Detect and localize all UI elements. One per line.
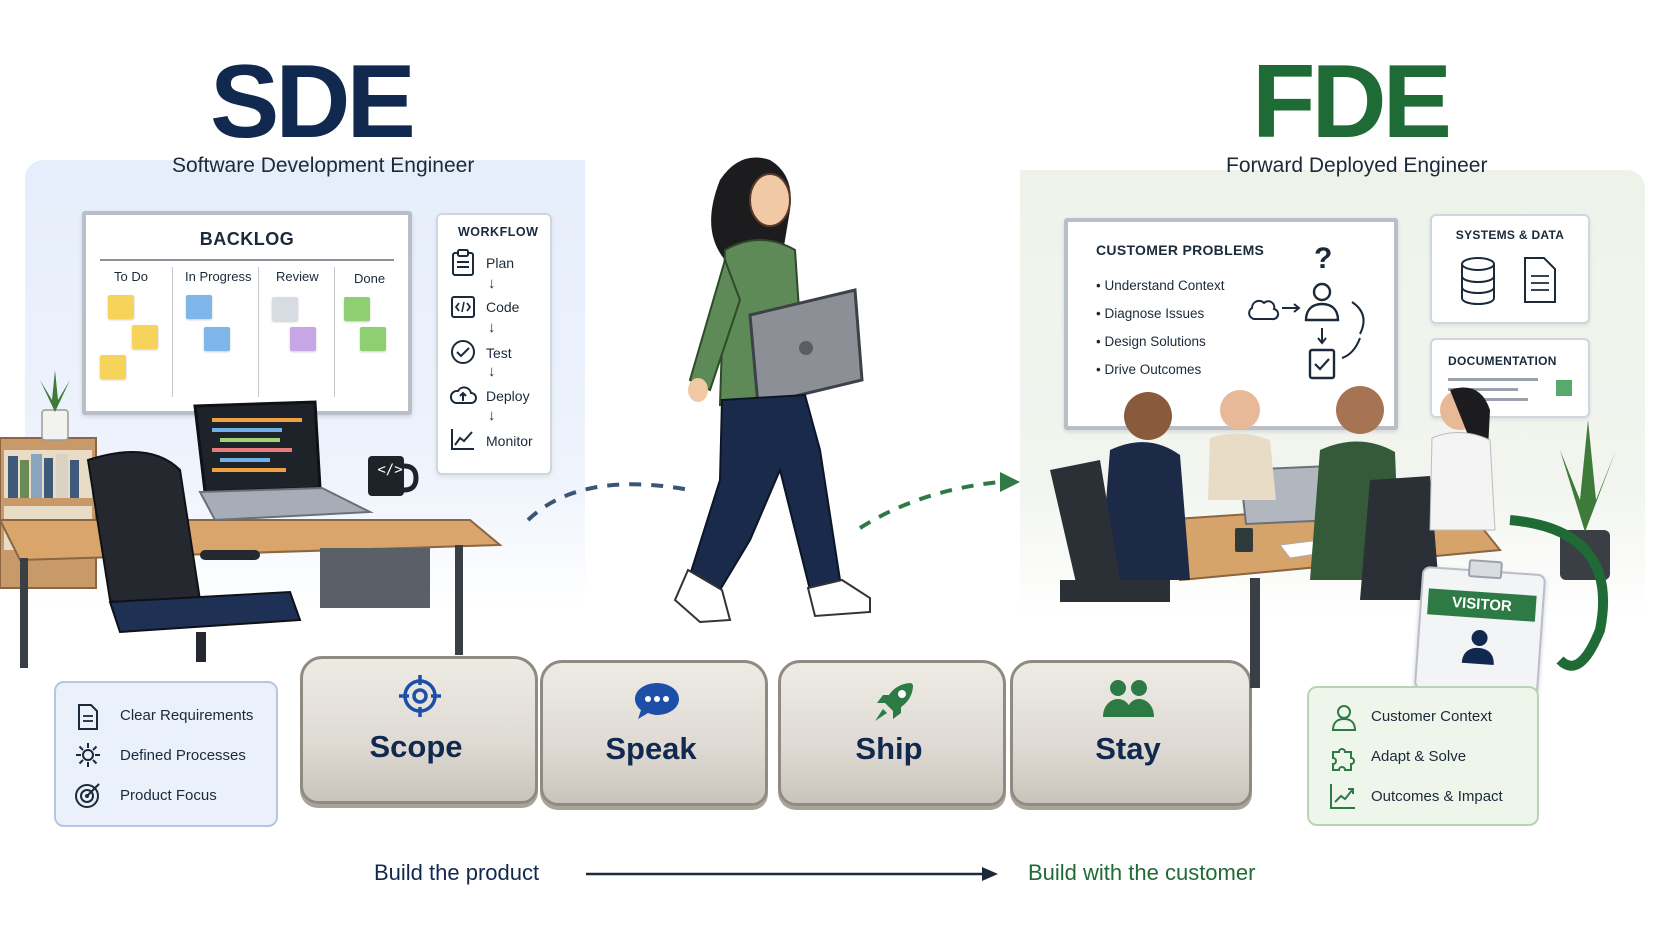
problem-item: • Design Solutions xyxy=(1096,334,1206,349)
col-separator xyxy=(172,267,173,397)
backlog-board: BACKLOG To Do In Progress Review Done xyxy=(82,211,412,415)
sde-feature-clear-requirements: Clear Requirements xyxy=(120,707,254,724)
sticky-note xyxy=(360,327,386,351)
doc-line xyxy=(1448,398,1528,401)
user-icon xyxy=(1331,705,1357,731)
stone-speak: Speak xyxy=(540,660,768,806)
transition-dashed-arrows xyxy=(526,472,1020,530)
col-separator xyxy=(334,267,335,397)
sticky-note xyxy=(186,295,212,319)
fde-features-box: Customer Context Adapt & Solve Outcomes … xyxy=(1307,686,1539,826)
workflow-step-plan: Plan xyxy=(486,255,515,271)
stone-stay: Stay xyxy=(1010,660,1252,806)
doc-line xyxy=(1448,378,1538,381)
down-arrow-icon: ↓ xyxy=(488,407,496,424)
backlog-col-in-progress: In Progress xyxy=(185,269,252,284)
visitor-badge: VISITOR xyxy=(1413,559,1547,699)
systems-data-title: SYSTEMS & DATA xyxy=(1455,228,1565,242)
backlog-col-review: Review xyxy=(276,269,319,284)
problem-item: • Understand Context xyxy=(1096,278,1225,293)
sticky-note xyxy=(100,355,126,379)
sde-desk-scene xyxy=(0,370,503,668)
document-icon xyxy=(78,704,98,730)
workflow-step-test: Test xyxy=(486,345,512,361)
person-icon xyxy=(1461,629,1494,666)
backlog-title: BACKLOG xyxy=(199,229,295,249)
down-arrow-icon: ↓ xyxy=(488,319,496,336)
col-separator xyxy=(258,267,259,397)
sticky-note xyxy=(290,327,316,351)
puzzle-icon xyxy=(1332,748,1355,771)
sticky-note xyxy=(272,297,298,321)
customer-problems-board: CUSTOMER PROBLEMS • Understand Context •… xyxy=(1064,218,1398,430)
problem-solving-diagram xyxy=(1248,282,1365,380)
database-icon xyxy=(1461,257,1495,306)
target-icon xyxy=(75,783,100,808)
documentation-card: DOCUMENTATION xyxy=(1430,338,1590,418)
mug-label: </> xyxy=(377,462,403,478)
backlog-col-done: Done xyxy=(354,271,386,286)
walking-engineer xyxy=(673,157,871,624)
backlog-divider xyxy=(100,259,394,261)
doc-check-icon xyxy=(1556,380,1572,396)
clipboard-icon xyxy=(452,249,474,276)
workflow-title: WORKFLOW xyxy=(458,225,539,239)
systems-data-card: SYSTEMS & DATA xyxy=(1430,214,1590,324)
problem-understand-context: Understand Context xyxy=(1104,278,1225,293)
stone-ship-label: Ship xyxy=(855,731,923,766)
sticky-note xyxy=(132,325,158,349)
problem-diagnose-issues: Diagnose Issues xyxy=(1104,306,1205,321)
line-chart-icon xyxy=(451,429,474,450)
sde-subtitle: Software Development Engineer xyxy=(172,154,475,177)
chat-bubble-icon xyxy=(635,683,679,719)
sticky-note xyxy=(108,295,134,319)
cloud-upload-icon xyxy=(449,386,477,404)
stone-scope: Scope xyxy=(300,656,538,804)
problem-item: • Drive Outcomes xyxy=(1096,362,1202,377)
stone-stay-label: Stay xyxy=(1095,731,1161,766)
fde-feature-customer-context: Customer Context xyxy=(1371,708,1492,725)
problem-item: • Diagnose Issues xyxy=(1096,306,1205,321)
crosshair-icon xyxy=(399,675,441,717)
documentation-title: DOCUMENTATION xyxy=(1448,354,1557,368)
visitor-badge-label: VISITOR xyxy=(1427,588,1537,622)
code-icon xyxy=(451,296,475,318)
sticky-note xyxy=(204,327,230,351)
bottom-left-caption: Build the product xyxy=(374,860,540,885)
gear-icon xyxy=(76,743,100,767)
customer-problems-title: CUSTOMER PROBLEMS xyxy=(1096,242,1265,258)
workflow-step-monitor: Monitor xyxy=(486,433,533,449)
sde-title: SDE xyxy=(210,44,416,160)
sticky-note xyxy=(344,297,370,321)
problem-drive-outcomes: Drive Outcomes xyxy=(1104,362,1202,377)
sde-features-box: Clear Requirements Defined Processes Pro… xyxy=(54,681,278,827)
workflow-step-deploy: Deploy xyxy=(486,388,530,404)
growth-chart-icon xyxy=(1330,784,1355,809)
down-arrow-icon: ↓ xyxy=(488,363,496,380)
doc-line xyxy=(1448,388,1518,391)
workflow-card: WORKFLOW Plan ↓ Code ↓ Test ↓ Deploy ↓ M… xyxy=(436,213,552,475)
workflow-step-code: Code xyxy=(486,299,520,315)
stone-scope-label: Scope xyxy=(369,729,463,764)
fde-feature-adapt-solve: Adapt & Solve xyxy=(1371,748,1467,765)
problem-design-solutions: Design Solutions xyxy=(1104,334,1206,349)
fde-feature-outcomes-impact: Outcomes & Impact xyxy=(1371,788,1503,805)
badge-clip xyxy=(1467,559,1503,580)
file-icon xyxy=(1524,257,1556,303)
progress-arrow xyxy=(586,867,998,881)
bottom-right-caption: Build with the customer xyxy=(1028,860,1256,885)
sde-feature-product-focus: Product Focus xyxy=(120,787,217,804)
people-group-icon xyxy=(1103,680,1154,717)
check-circle-icon xyxy=(451,340,475,364)
rocket-icon xyxy=(875,683,913,721)
stone-ship: Ship xyxy=(778,660,1006,806)
customer-meeting-scene xyxy=(1050,386,1616,688)
fde-title: FDE xyxy=(1252,44,1452,160)
question-mark: ? xyxy=(1314,242,1333,275)
sde-feature-defined-processes: Defined Processes xyxy=(120,747,246,764)
stone-speak-label: Speak xyxy=(605,731,697,766)
down-arrow-icon: ↓ xyxy=(488,275,496,292)
fde-subtitle: Forward Deployed Engineer xyxy=(1226,154,1488,177)
backlog-col-todo: To Do xyxy=(114,269,148,284)
